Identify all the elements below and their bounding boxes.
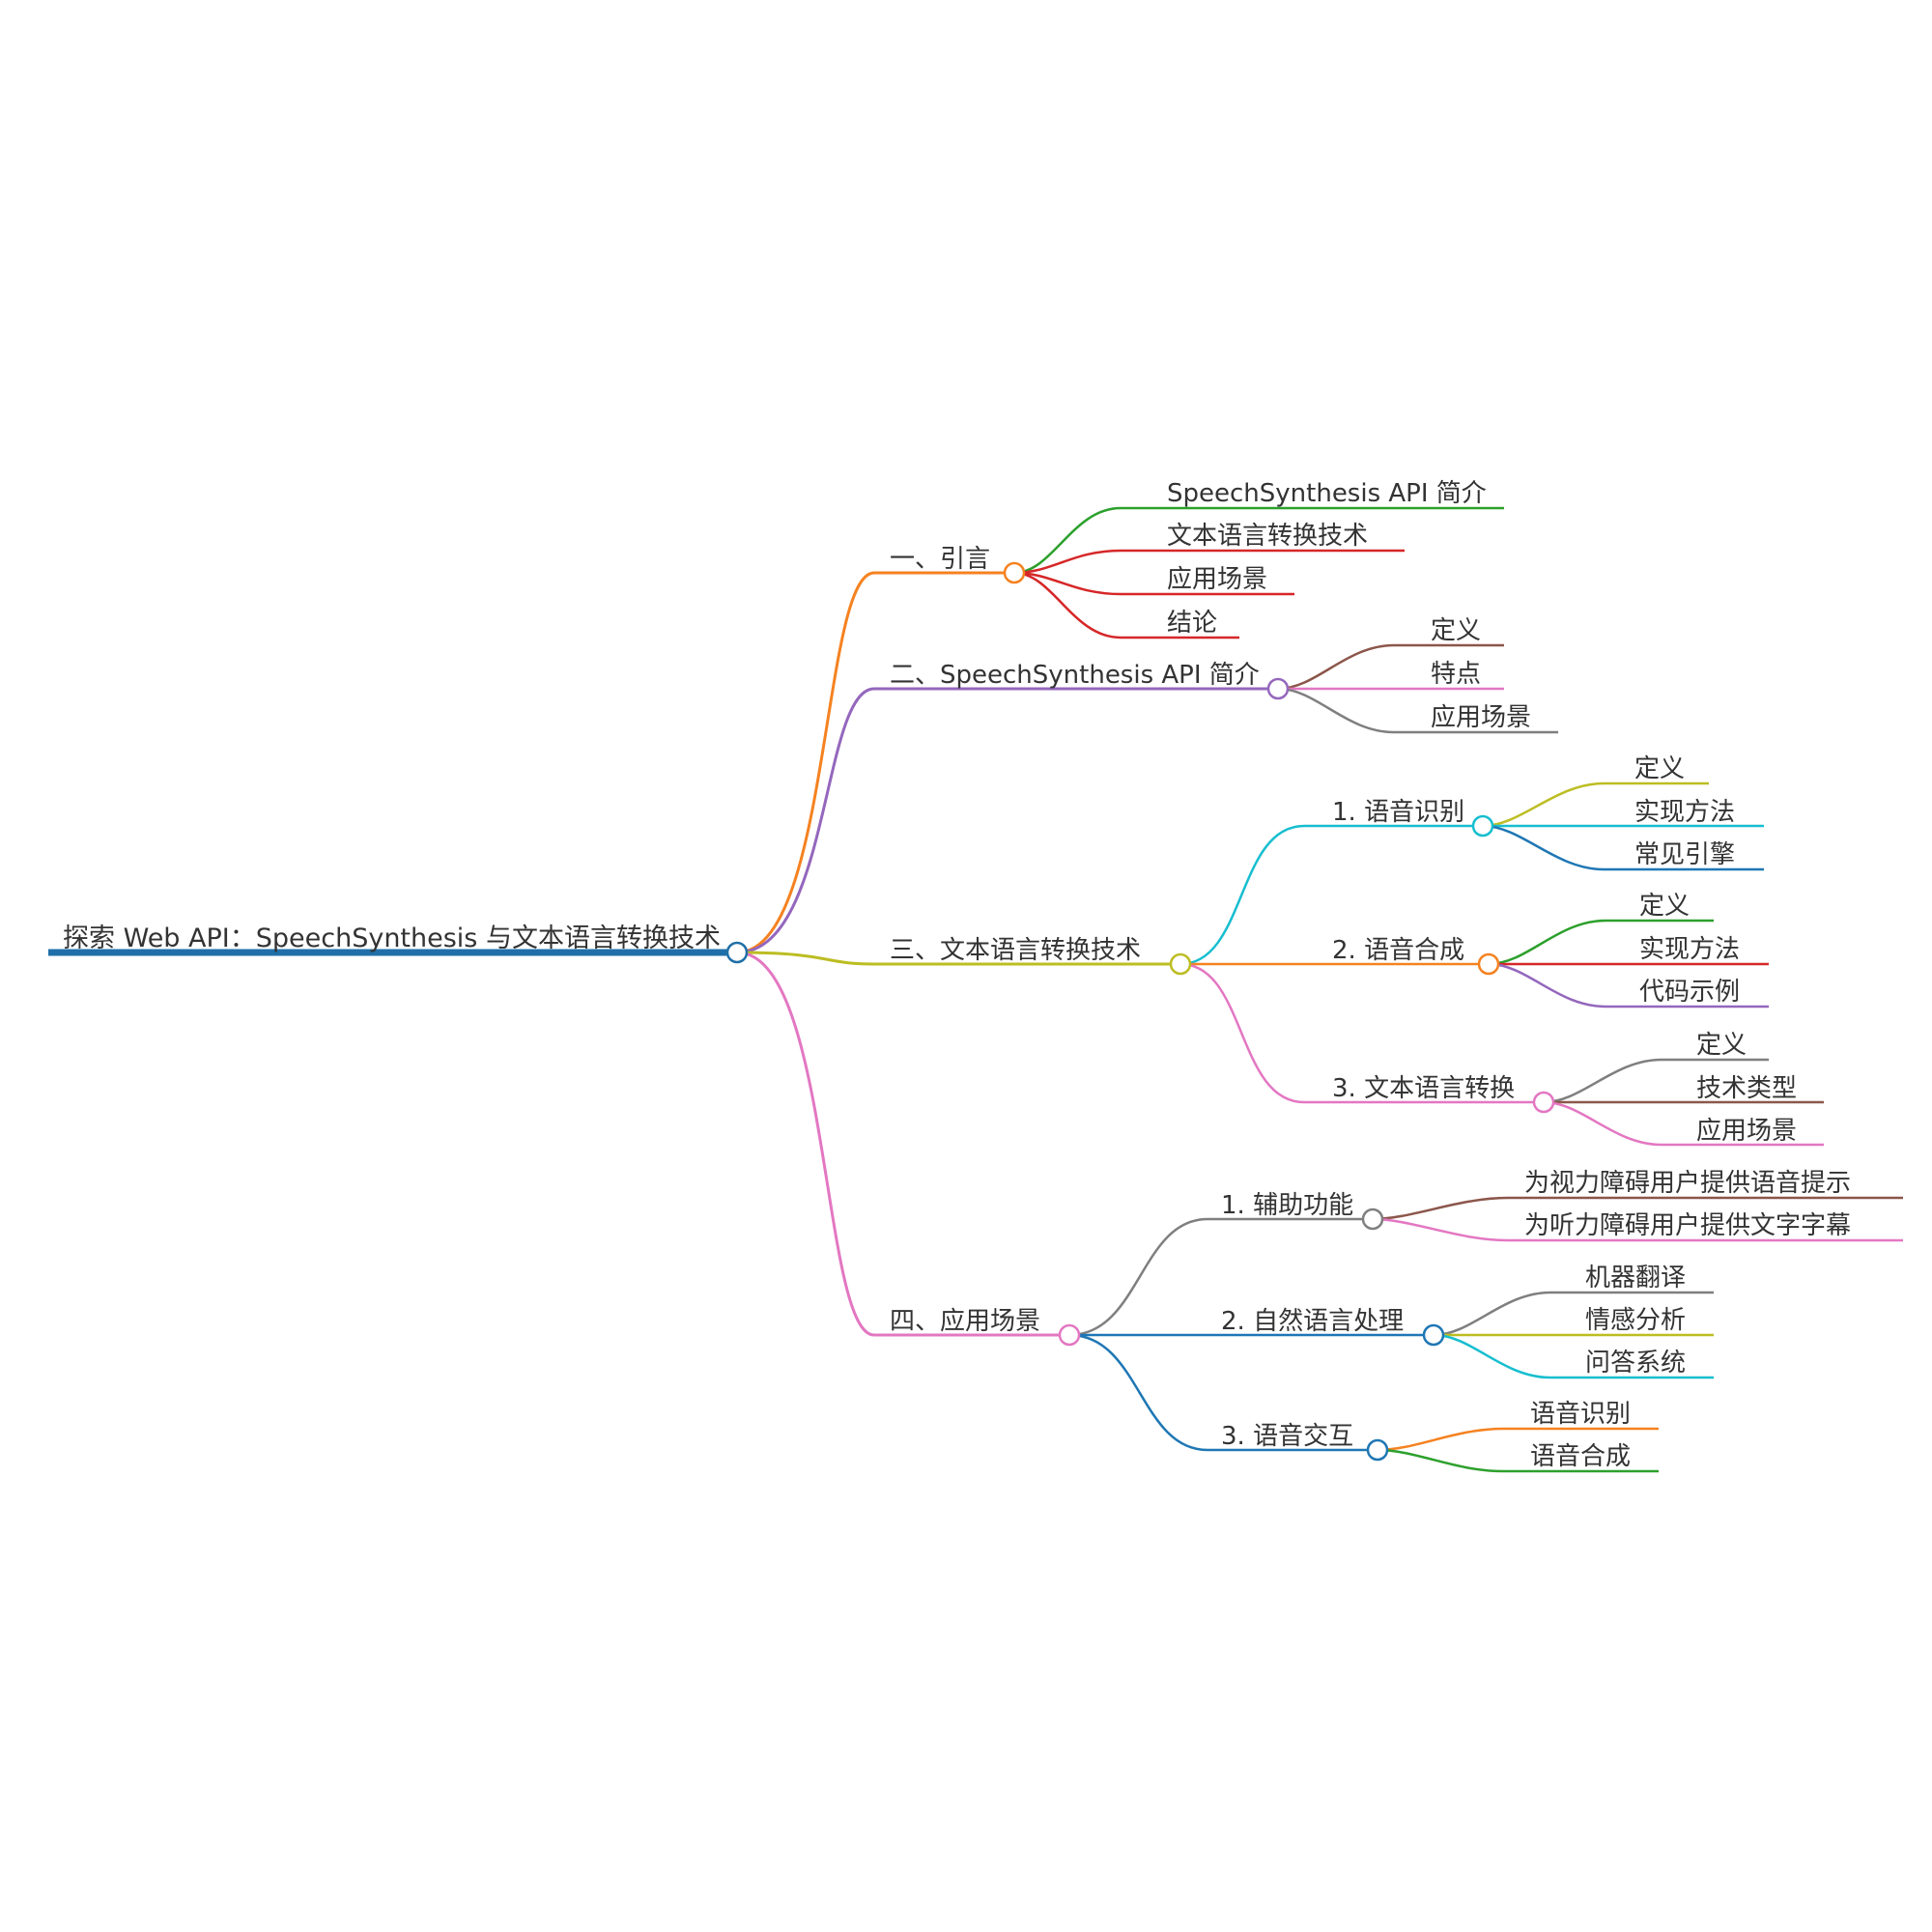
branch-2-collapse-toggle[interactable] (1266, 677, 1290, 700)
sub-3-2-collapse-toggle[interactable] (1477, 952, 1500, 976)
sub-topic[interactable]: 3. 文本语言转换 (1332, 1074, 1515, 1103)
branch-topic-1[interactable]: 一、引言 (890, 545, 990, 574)
leaf-topic[interactable]: 定义 (1634, 754, 1685, 783)
branch-topic-2[interactable]: 二、SpeechSynthesis API 简介 (890, 661, 1260, 690)
edge-b3-s1-l1 (1482, 781, 1709, 828)
edge-root-b4 (736, 951, 1069, 1337)
edge-root-b2 (736, 687, 1278, 954)
branch-topic-4[interactable]: 四、应用场景 (890, 1307, 1040, 1336)
sub-topic[interactable]: 1. 语音识别 (1332, 798, 1464, 827)
branch-4-collapse-toggle[interactable] (1058, 1323, 1081, 1347)
sub-4-1-collapse-toggle[interactable] (1361, 1208, 1384, 1231)
sub-4-2-collapse-toggle[interactable] (1422, 1323, 1445, 1347)
branch-3-collapse-toggle[interactable] (1169, 952, 1192, 976)
leaf-topic[interactable]: 代码示例 (1639, 978, 1740, 1007)
sub-topic[interactable]: 2. 自然语言处理 (1221, 1307, 1404, 1336)
leaf-topic[interactable]: 为听力障碍用户提供文字字幕 (1524, 1211, 1851, 1240)
edge-b1-c4 (1013, 571, 1239, 639)
leaf-topic[interactable]: 机器翻译 (1585, 1264, 1686, 1293)
leaf-topic[interactable]: 语音合成 (1530, 1442, 1631, 1471)
edge-b4-s1-l2 (1372, 1217, 1903, 1242)
sub-topic[interactable]: 1. 辅助功能 (1221, 1191, 1353, 1220)
leaf-topic[interactable]: 语音识别 (1530, 1400, 1631, 1429)
leaf-topic[interactable]: 为视力障碍用户提供语音提示 (1524, 1169, 1851, 1198)
edge-b4-s3-l1 (1377, 1427, 1659, 1452)
leaf-topic[interactable]: 定义 (1431, 616, 1481, 645)
edge-b1-c1 (1013, 506, 1504, 575)
leaf-topic[interactable]: 问答系统 (1585, 1349, 1686, 1378)
leaf-topic[interactable]: 特点 (1431, 660, 1481, 689)
edge-b4-s1-l1 (1372, 1196, 1903, 1221)
edge-b4-s1 (1068, 1217, 1373, 1337)
edge-b2-c1 (1277, 643, 1504, 691)
leaf-topic[interactable]: 情感分析 (1585, 1306, 1686, 1335)
leaf-topic[interactable]: 定义 (1696, 1031, 1747, 1060)
edge-b3-s3 (1179, 962, 1544, 1104)
branch-1-collapse-toggle[interactable] (1003, 561, 1026, 584)
leaf-topic[interactable]: 定义 (1639, 892, 1690, 921)
leaf-topic[interactable]: 文本语言转换技术 (1167, 522, 1368, 551)
leaf-topic[interactable]: SpeechSynthesis API 简介 (1167, 479, 1487, 508)
leaf-topic[interactable]: 应用场景 (1167, 565, 1267, 594)
edge-b3-s1 (1179, 824, 1483, 966)
edge-b1-c2 (1013, 549, 1405, 575)
edge-b4-s3 (1068, 1333, 1378, 1452)
edge-b3-s2-l1 (1488, 919, 1714, 966)
edge-b4-s2-l1 (1433, 1291, 1714, 1337)
edge-b4-s3-l2 (1377, 1448, 1659, 1473)
edge-root-b1 (736, 571, 1014, 954)
edge-b4-s2-l3 (1433, 1333, 1714, 1379)
edge-root-b3 (736, 951, 1180, 966)
sub-3-3-collapse-toggle[interactable] (1532, 1091, 1555, 1114)
edge-b3-s3-l1 (1543, 1058, 1769, 1104)
sub-topic[interactable]: 3. 语音交互 (1221, 1422, 1353, 1451)
leaf-topic[interactable]: 结论 (1167, 609, 1217, 638)
leaf-topic[interactable]: 实现方法 (1634, 798, 1735, 827)
edge-b3-s1-l3 (1482, 824, 1764, 871)
sub-3-1-collapse-toggle[interactable] (1471, 814, 1494, 838)
edge-b3-s3-l3 (1543, 1100, 1824, 1147)
sub-4-3-collapse-toggle[interactable] (1366, 1438, 1389, 1462)
edge-b2-c3 (1277, 687, 1558, 734)
root-collapse-toggle[interactable] (725, 941, 749, 964)
leaf-topic[interactable]: 常见引擎 (1634, 840, 1735, 869)
leaf-topic[interactable]: 实现方法 (1639, 935, 1740, 964)
sub-topic[interactable]: 2. 语音合成 (1332, 936, 1464, 965)
edge-b3-s2-l3 (1488, 962, 1769, 1009)
edge-b1-c3 (1013, 571, 1294, 596)
leaf-topic[interactable]: 应用场景 (1696, 1117, 1797, 1146)
leaf-topic[interactable]: 应用场景 (1431, 703, 1531, 732)
leaf-topic[interactable]: 技术类型 (1696, 1074, 1797, 1103)
branch-topic-3[interactable]: 三、文本语言转换技术 (890, 936, 1141, 965)
root-topic[interactable]: 探索 Web API：SpeechSynthesis 与文本语言转换技术 (63, 923, 721, 953)
